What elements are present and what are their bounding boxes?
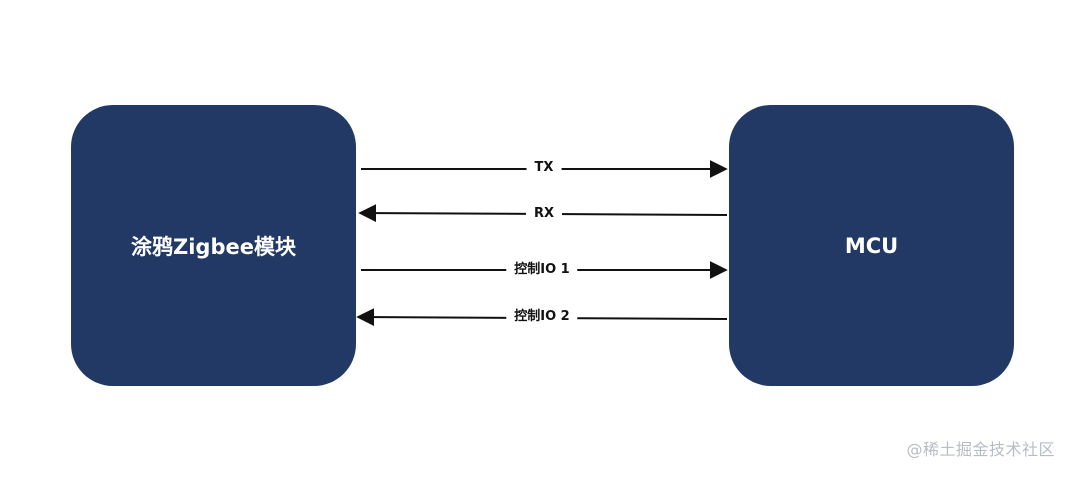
watermark-text: @稀土掘金技术社区 [906, 440, 1055, 459]
control-io-1-label: 控制IO 1 [506, 262, 578, 278]
rx-label: RX [525, 206, 563, 222]
control-io-2-label: 控制IO 2 [506, 309, 578, 325]
zigbee-module-box: 涂鸦Zigbee模块 [71, 105, 356, 386]
mcu-label: MCU [844, 233, 899, 258]
mcu-box: MCU [729, 105, 1014, 386]
zigbee-module-label: 涂鸦Zigbee模块 [131, 234, 296, 259]
tx-label: TX [526, 160, 562, 176]
